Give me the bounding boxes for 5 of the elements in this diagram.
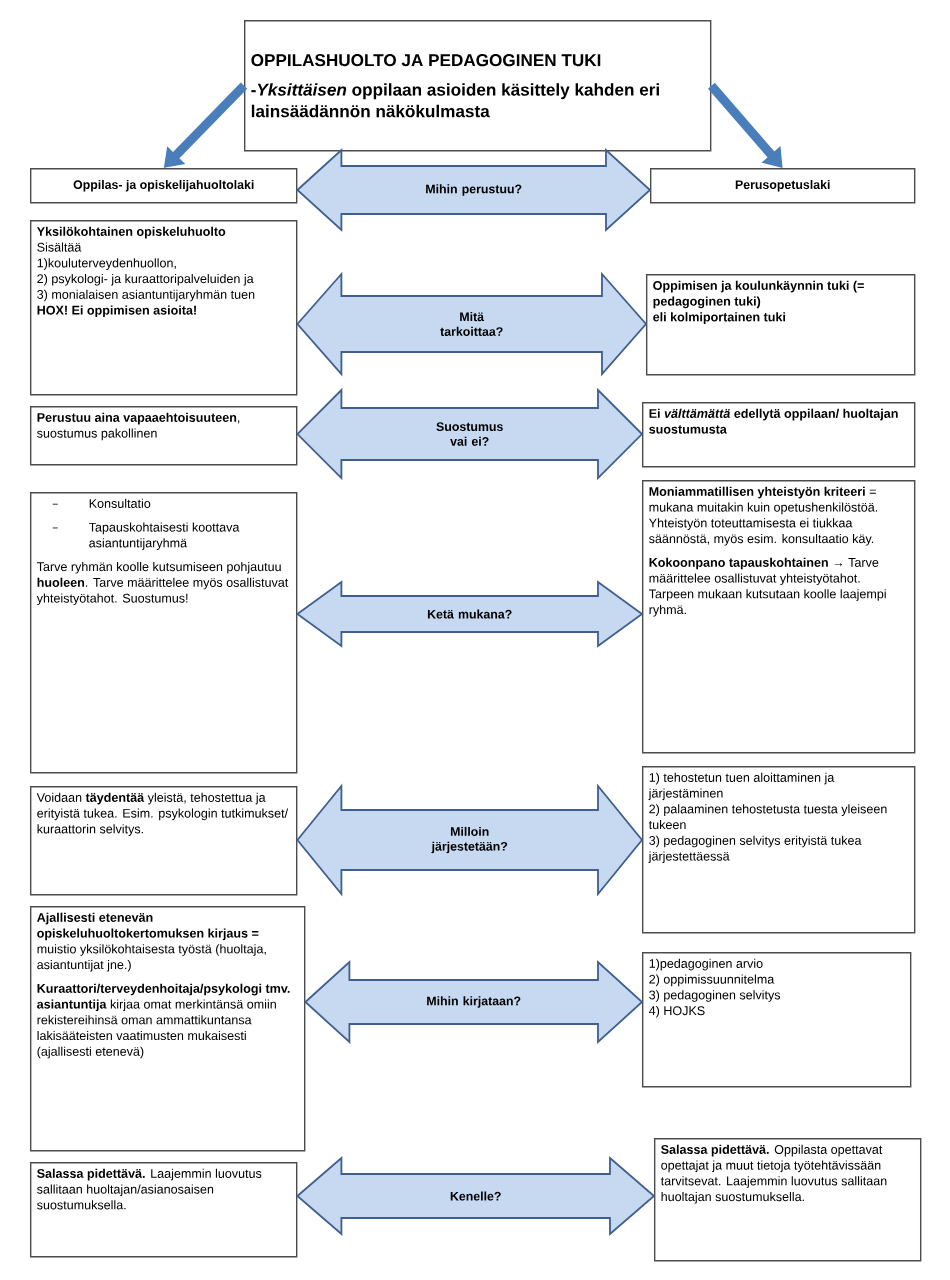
title-box: OPPILASHUOLTO JA PEDAGOGINEN TUKI -Yksittäisen oppilaan asioiden käsittely kahden eri lainsäädännön näkökulmasta xyxy=(244,20,712,152)
arrow xyxy=(708,82,783,168)
double-arrow xyxy=(296,147,652,233)
double-arrow xyxy=(296,1156,656,1236)
double-arrow xyxy=(296,271,648,377)
